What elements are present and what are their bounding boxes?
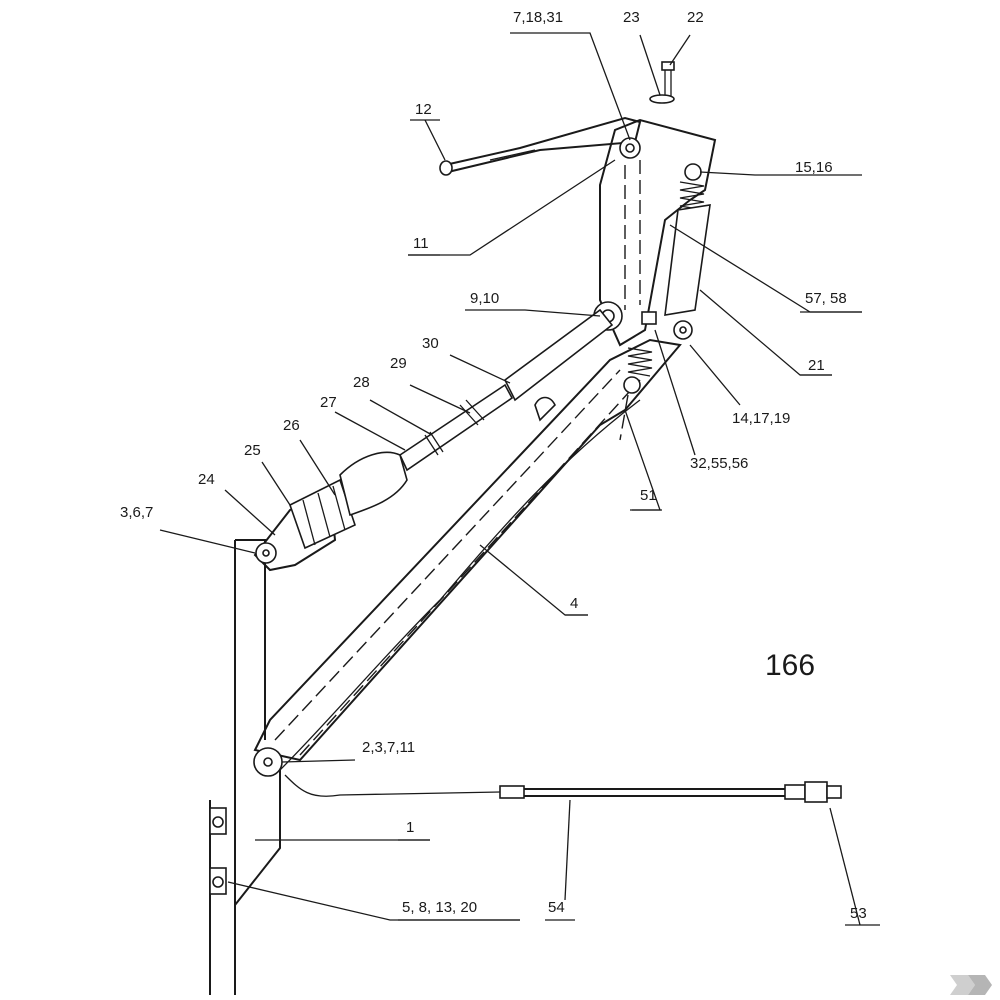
diagram-number: 166 xyxy=(765,649,815,682)
callout-51: 51 xyxy=(640,487,657,504)
hydraulic-cylinder xyxy=(641,204,711,340)
boom-arm xyxy=(253,338,682,771)
callout-7-18-31: 7,18,31 xyxy=(513,9,563,26)
callout-11: 11 xyxy=(413,235,429,252)
callout-24: 24 xyxy=(198,471,215,488)
callout-3-6-7: 3,6,7 xyxy=(120,504,153,521)
callout-25: 25 xyxy=(244,442,261,459)
callout-29: 29 xyxy=(390,355,407,372)
callout-21: 21 xyxy=(808,357,825,374)
callout-27: 27 xyxy=(320,394,337,411)
callout-5-8-13-20: 5, 8, 13, 20 xyxy=(402,899,477,916)
callout-2-3-7-11: 2,3,7,11 xyxy=(362,739,415,756)
lever-handle xyxy=(439,116,642,176)
frame-post xyxy=(209,539,281,995)
callout-9-10: 9,10 xyxy=(470,290,499,307)
callout-22: 22 xyxy=(687,9,704,26)
watermark-logo xyxy=(950,975,992,995)
bolt-washer xyxy=(649,61,675,104)
callout-54: 54 xyxy=(548,899,565,916)
callout-32-55-56: 32,55,56 xyxy=(690,455,748,472)
callout-4: 4 xyxy=(570,595,578,612)
callout-53: 53 xyxy=(850,905,867,922)
hydraulic-hose xyxy=(284,774,842,803)
callout-26: 26 xyxy=(283,417,300,434)
callout-30: 30 xyxy=(422,335,439,352)
callout-labels: 7,18,31 23 22 12 15,16 11 57, 58 9,10 21… xyxy=(120,9,867,922)
callout-28: 28 xyxy=(353,374,370,391)
callout-12: 12 xyxy=(415,101,432,118)
lower-pivot xyxy=(253,747,283,777)
callout-14-17-19: 14,17,19 xyxy=(732,410,790,427)
telescopic-rod xyxy=(253,308,614,572)
upper-bracket xyxy=(599,118,717,347)
lower-spring xyxy=(619,347,653,441)
callout-23: 23 xyxy=(623,9,640,26)
callout-1: 1 xyxy=(406,819,414,836)
callout-underlines xyxy=(398,119,880,926)
callout-15-16: 15,16 xyxy=(795,159,833,176)
callout-57-58: 57, 58 xyxy=(805,290,847,307)
